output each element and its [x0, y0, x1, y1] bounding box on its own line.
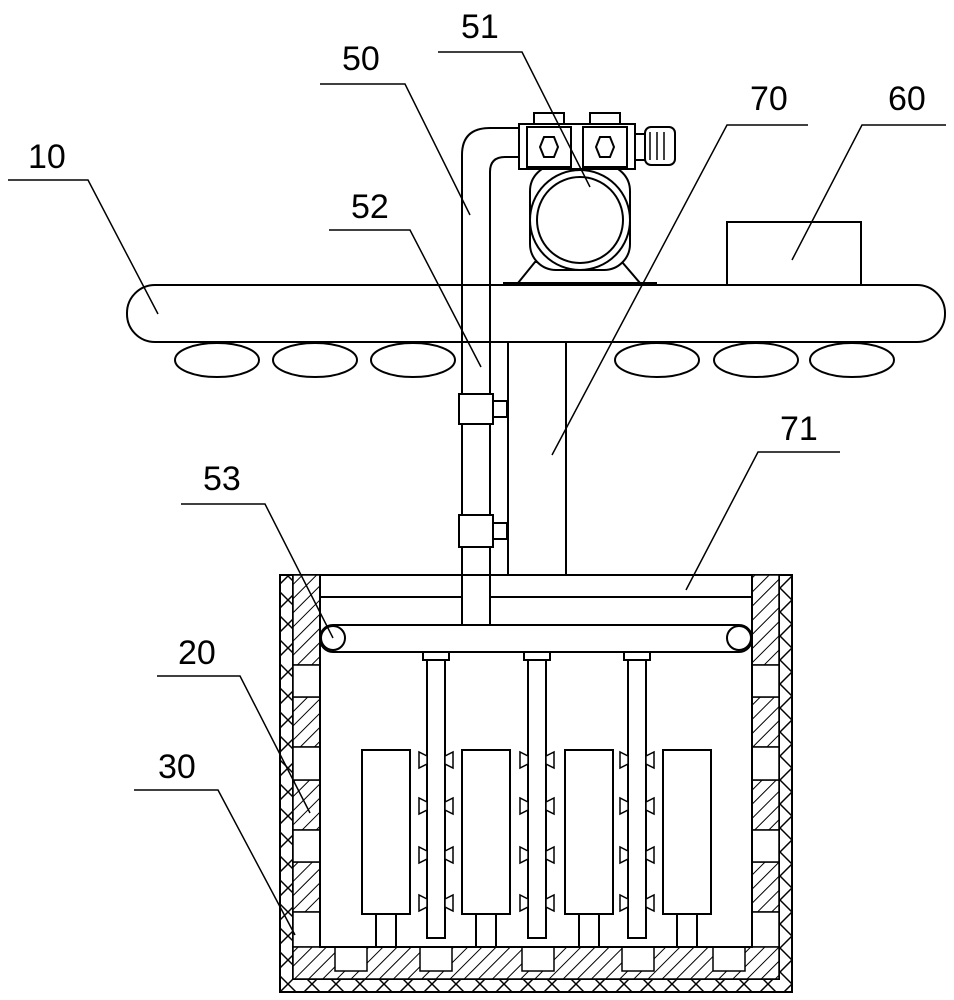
spray-nozzle: [418, 750, 428, 770]
spray-nozzle: [444, 796, 454, 816]
spray-nozzle: [619, 845, 629, 865]
reference-labels: 10 20 30 50 51 52 53 60 70 71: [28, 8, 926, 786]
label-50: 50: [342, 40, 380, 78]
label-70: 70: [750, 80, 788, 118]
spray-nozzle: [619, 750, 629, 770]
spray-nozzle: [519, 845, 529, 865]
label-51: 51: [461, 8, 499, 46]
support-column: [507, 342, 567, 575]
spray-nozzle: [519, 893, 529, 913]
spray-nozzle: [619, 893, 629, 913]
cover-plate: [320, 575, 752, 625]
spray-nozzle: [418, 893, 428, 913]
spray-nozzle: [545, 893, 555, 913]
spray-nozzle: [645, 796, 655, 816]
label-52: 52: [351, 188, 389, 226]
spray-nozzle: [645, 845, 655, 865]
label-30: 30: [158, 748, 196, 786]
leader-lines: [8, 51, 946, 936]
spray-nozzles: [418, 750, 655, 913]
rail-rollers: [174, 342, 895, 378]
distribution-pipe: [319, 624, 753, 653]
spray-nozzle: [418, 796, 428, 816]
spray-nozzle: [444, 750, 454, 770]
label-10: 10: [28, 138, 66, 176]
spray-nozzle: [645, 893, 655, 913]
label-20: 20: [178, 634, 216, 672]
spray-nozzle: [519, 750, 529, 770]
spray-nozzle: [619, 796, 629, 816]
rail-beam: [126, 284, 946, 343]
label-71: 71: [780, 410, 818, 448]
controller-box: [726, 221, 862, 286]
spray-nozzle: [519, 796, 529, 816]
spray-nozzle: [545, 796, 555, 816]
spray-tubes: [422, 651, 651, 939]
spray-nozzle: [545, 750, 555, 770]
spray-nozzle: [545, 845, 555, 865]
label-60: 60: [888, 80, 926, 118]
spray-nozzle: [444, 893, 454, 913]
workpieces: [361, 749, 712, 948]
spray-nozzle: [444, 845, 454, 865]
supply-pipe: [458, 127, 519, 625]
pump: [503, 112, 676, 284]
spray-nozzle: [418, 845, 428, 865]
spray-nozzle: [645, 750, 655, 770]
label-53: 53: [203, 460, 241, 498]
